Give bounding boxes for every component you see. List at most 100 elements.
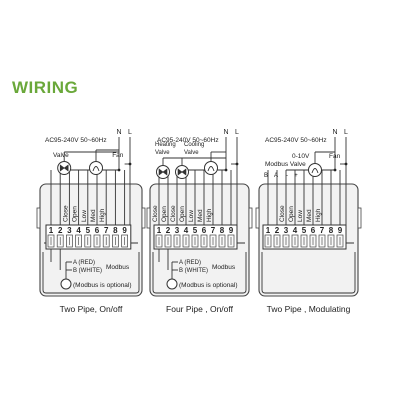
terminal-number: 8 bbox=[113, 226, 118, 235]
terminal-label: Low bbox=[188, 210, 195, 222]
terminal-number: 4 bbox=[184, 226, 189, 235]
terminal-number: 2 bbox=[166, 226, 171, 235]
page-title: WIRING bbox=[12, 78, 79, 97]
heating-valve-label: Valve bbox=[155, 150, 170, 156]
mounting-ear-left bbox=[36, 207, 41, 229]
modbus-connector-icon bbox=[60, 278, 72, 290]
minus-label: - bbox=[286, 173, 288, 179]
fan-icon bbox=[204, 161, 218, 175]
cooling-label: Cooling bbox=[184, 142, 204, 148]
terminal-number: 8 bbox=[329, 226, 334, 235]
fan-icon-coil bbox=[207, 166, 215, 172]
terminal-number: 3 bbox=[67, 226, 72, 235]
terminal-label: High bbox=[99, 208, 106, 222]
terminal-label: High bbox=[315, 208, 322, 222]
mounting-ear-left bbox=[255, 207, 260, 229]
terminal-number: 6 bbox=[311, 226, 316, 235]
fan-icon-coil bbox=[311, 168, 319, 174]
junction bbox=[235, 162, 239, 166]
live-label: L bbox=[128, 129, 132, 136]
supply-voltage-label: AC95-240V 50~60Hz bbox=[157, 137, 219, 144]
terminal-number: 6 bbox=[202, 226, 207, 235]
supply-voltage-label: AC95-240V 50~60Hz bbox=[45, 137, 107, 144]
cooling-valve-icon-bowtie bbox=[177, 168, 187, 176]
heating-label: Heating bbox=[155, 142, 176, 148]
terminal-number: 1 bbox=[157, 226, 162, 235]
terminal-label: Med bbox=[90, 209, 97, 222]
range-label: 0-10V bbox=[292, 153, 310, 160]
fan-icon bbox=[89, 161, 103, 175]
junction bbox=[344, 162, 348, 166]
terminal-label: Med bbox=[306, 209, 313, 222]
diagram-caption: Two Pipe , Modulating bbox=[267, 304, 351, 314]
neutral-label: N bbox=[332, 129, 337, 136]
terminal-label: Med bbox=[197, 209, 204, 222]
terminal-number: 8 bbox=[220, 226, 225, 235]
modbus-b-label: B (WHITE) bbox=[73, 268, 102, 274]
terminal-number: 3 bbox=[175, 226, 180, 235]
fan-icon bbox=[308, 163, 322, 177]
fan-icon-coil bbox=[92, 166, 100, 172]
terminal-label: Low bbox=[297, 210, 304, 222]
terminal-number: 7 bbox=[211, 226, 216, 235]
modbus-label: Modbus bbox=[212, 264, 236, 271]
terminal-label: Low bbox=[81, 210, 88, 222]
terminal-label: Close bbox=[62, 205, 69, 222]
modbus-connector-icon bbox=[166, 278, 178, 290]
bus-a-label: A bbox=[274, 173, 278, 179]
fan-label: Fan bbox=[112, 152, 124, 159]
heating-valve-icon-bowtie bbox=[158, 168, 168, 176]
terminal-number: 4 bbox=[293, 226, 298, 235]
valve-icon-bowtie bbox=[59, 164, 69, 172]
terminal-number: 1 bbox=[266, 226, 271, 235]
terminal-label: Open bbox=[161, 206, 168, 222]
terminal-number: 5 bbox=[302, 226, 307, 235]
terminal-number: 5 bbox=[86, 226, 91, 235]
modbus-b-label: B (WHITE) bbox=[179, 268, 208, 274]
terminal-number: 3 bbox=[284, 226, 289, 235]
terminal-label: Open bbox=[72, 206, 79, 222]
neutral-label: N bbox=[116, 129, 121, 136]
plate-lower-frame bbox=[261, 252, 356, 294]
terminal-number: 9 bbox=[338, 226, 343, 235]
terminal-label: Close bbox=[152, 205, 159, 222]
cooling-valve-label: Valve bbox=[184, 150, 199, 156]
supply-voltage-label: AC95-240V 50~60Hz bbox=[265, 137, 327, 144]
mounting-ear-right bbox=[248, 207, 253, 229]
modbus-a-label: A (RED) bbox=[179, 260, 201, 266]
terminal-number: 1 bbox=[49, 226, 54, 235]
mounting-ear-right bbox=[141, 207, 146, 229]
mounting-ear-right bbox=[357, 207, 362, 229]
bus-b-label: B bbox=[264, 173, 268, 179]
terminal-number: 7 bbox=[320, 226, 325, 235]
terminal-number: 6 bbox=[95, 226, 100, 235]
modbus-optional-note: (Modbus is optional) bbox=[179, 282, 238, 289]
mounting-ear-left bbox=[146, 207, 151, 229]
neutral-label: N bbox=[223, 129, 228, 136]
junction bbox=[128, 162, 132, 166]
diagram-caption: Two Pipe, On/off bbox=[60, 304, 123, 314]
terminal-number: 7 bbox=[104, 226, 109, 235]
diagram-caption: Four Pipe , On/off bbox=[166, 304, 234, 314]
modbus-label: Modbus bbox=[106, 264, 130, 271]
valve-label: Valve bbox=[53, 152, 69, 159]
terminal-number: 2 bbox=[58, 226, 63, 235]
modbus-a-label: A (RED) bbox=[73, 260, 95, 266]
plate-lower-frame bbox=[42, 252, 140, 294]
terminal-number: 9 bbox=[229, 226, 234, 235]
terminal-number: 4 bbox=[76, 226, 81, 235]
terminal-label: Open bbox=[288, 206, 295, 222]
fan-label: Fan bbox=[329, 153, 341, 160]
terminal-number: 5 bbox=[193, 226, 198, 235]
plus-label: + bbox=[294, 173, 298, 179]
terminal-label: Open bbox=[179, 206, 186, 222]
terminal-number: 2 bbox=[275, 226, 280, 235]
live-label: L bbox=[235, 129, 239, 136]
